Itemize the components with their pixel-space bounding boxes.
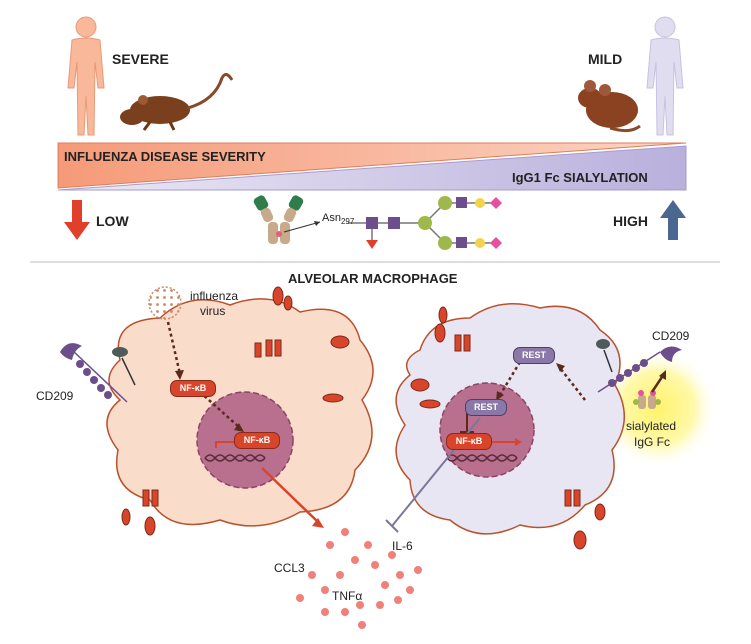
cytokine-dots	[296, 528, 422, 629]
mouse-icon	[120, 73, 234, 131]
cd209-receptor-icon	[597, 346, 682, 393]
low-label: LOW	[96, 213, 129, 229]
severity-bar	[57, 142, 687, 189]
nfkb-nucleus-left: NF-κB	[234, 432, 280, 449]
sialylation-bar-label: IgG1 Fc SIALYLATION	[512, 170, 648, 185]
asn-subscript: 297	[340, 217, 355, 227]
glycan-icon	[348, 196, 502, 250]
rest-nucleus: REST	[465, 399, 507, 416]
sialylation-bar	[57, 145, 687, 191]
virus-icon	[148, 286, 182, 320]
dna-icon	[446, 454, 518, 462]
cd209-label-right: CD209	[652, 329, 690, 343]
high-label: HIGH	[613, 213, 648, 229]
high-arrow-icon	[660, 200, 686, 240]
severe-label: SEVERE	[112, 51, 169, 67]
nfkb-cytoplasm: NF-κB	[170, 380, 216, 397]
receptor-icon	[112, 347, 136, 386]
dna-icon	[204, 454, 266, 462]
rest-cytoplasm: REST	[513, 347, 555, 364]
sialylated-fc-icon	[633, 370, 666, 409]
cytokine-tnfa: TNFα	[332, 589, 363, 603]
macrophage-title: ALVEOLAR MACROPHAGE	[288, 271, 458, 286]
low-arrow-icon	[64, 200, 90, 240]
nfkb-nucleus-right: NF-κB	[446, 433, 492, 450]
cd209-label-left: CD209	[36, 389, 74, 403]
virus-label-1: influenza	[190, 289, 239, 303]
sialylated-label-2: IgG Fc	[634, 435, 671, 449]
dna-icon	[446, 454, 518, 462]
asn-label: Asn297	[322, 213, 354, 226]
sialylated-label-1: sialylated	[626, 419, 677, 433]
antibody-icon	[253, 195, 321, 244]
human-figure-icon	[646, 16, 684, 136]
mouse-icon	[578, 80, 641, 133]
human-figure-icon	[67, 16, 105, 136]
virus-label-2: virus	[200, 304, 226, 318]
severity-bar-label: INFLUENZA DISEASE SEVERITY	[64, 149, 266, 164]
sialylated-glow	[598, 348, 718, 468]
cytokine-il6: IL-6	[392, 539, 413, 553]
nucleus-right	[439, 382, 535, 478]
cytokine-ccl3: CCL3	[274, 561, 305, 575]
receptor-icon	[121, 286, 606, 550]
receptor-icon	[596, 339, 613, 373]
cd209-receptor-icon	[60, 343, 128, 403]
mild-label: MILD	[588, 51, 623, 67]
asn-label-text: Asn	[322, 212, 341, 224]
